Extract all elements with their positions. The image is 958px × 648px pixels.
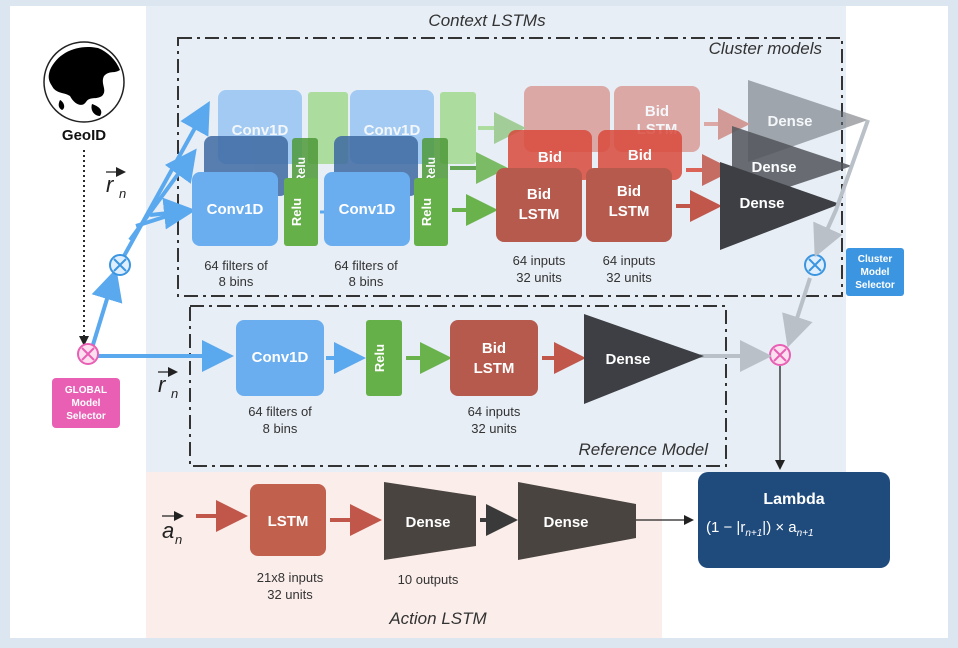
svg-text:21x8 inputs: 21x8 inputs [257,570,324,585]
svg-text:Relu: Relu [289,198,304,226]
svg-text:Bid: Bid [482,340,506,357]
svg-text:8 bins: 8 bins [349,274,384,289]
action-dense-1 [384,482,476,560]
svg-text:LSTM: LSTM [268,513,309,530]
svg-text:Conv1D: Conv1D [252,349,309,366]
svg-text:64 filters of: 64 filters of [204,258,268,273]
svg-text:32 units: 32 units [606,270,652,285]
svg-text:32 units: 32 units [516,270,562,285]
svg-text:64 filters of: 64 filters of [248,404,312,419]
svg-text:n: n [175,532,182,547]
svg-text:Lambda: Lambda [763,491,824,508]
svg-text:Conv1D: Conv1D [364,122,421,139]
svg-text:n: n [171,386,178,401]
svg-text:LSTM: LSTM [609,203,650,220]
input-r-upper: r n [106,167,126,201]
svg-text:32 units: 32 units [471,421,517,436]
svg-text:Model: Model [72,398,101,409]
svg-text:LSTM: LSTM [474,360,515,377]
svg-text:Dense: Dense [751,159,796,176]
svg-text:8 bins: 8 bins [263,421,298,436]
ref-conv1d [236,320,324,396]
svg-text:Bid: Bid [527,186,551,203]
cluster-conv1d-2 [324,172,410,246]
svg-text:Relu: Relu [294,157,308,183]
svg-text:Selector: Selector [855,280,895,291]
action-lstm-block [250,484,326,556]
svg-text:Dense: Dense [605,351,650,368]
svg-text:Cluster: Cluster [858,254,893,265]
action-lstm-label: Action LSTM [388,609,487,628]
svg-text:Bid: Bid [628,147,652,164]
svg-text:Conv1D: Conv1D [232,122,289,139]
lambda-block: Lambda (1 − |rn+1|) × an+1 [698,472,890,568]
cluster-model-selector-badge: Cluster Model Selector [846,248,904,296]
svg-text:64 inputs: 64 inputs [468,404,521,419]
svg-text:Relu: Relu [424,157,438,183]
svg-text:Relu: Relu [372,344,387,372]
cluster-models-label: Cluster models [709,39,823,58]
grey-output-arrows [700,119,870,372]
svg-text:32 units: 32 units [267,587,313,602]
cluster-dense [720,162,840,250]
action-row: LSTM Dense Dense [196,482,694,560]
globe-icon [43,41,125,123]
svg-text:Bid: Bid [538,149,562,166]
context-lstms-label: Context LSTMs [428,11,546,30]
svg-text:64 inputs: 64 inputs [513,253,566,268]
svg-text:Bid: Bid [645,103,669,120]
svg-text:Model: Model [861,267,890,278]
reference-row: Conv1D Relu Bid LSTM Dense [236,314,704,404]
geoid-label: GeoID [62,127,106,144]
svg-text:64 inputs: 64 inputs [603,253,656,268]
svg-text:n: n [119,186,126,201]
svg-text:Dense: Dense [405,514,450,531]
output-selector-node [769,344,791,366]
reference-model-box [189,305,727,467]
input-a: a n [162,511,184,547]
cluster-relu-2 [414,178,448,246]
lambda-formula: (1 − |rn+1|) × an+1 [706,519,814,539]
upper-selector-node [109,254,131,276]
svg-text:10 outputs: 10 outputs [398,572,459,587]
ref-bidlstm [450,320,538,396]
global-selector-node [77,343,99,365]
svg-text:r: r [106,172,115,197]
cluster-relu-1 [284,178,318,246]
cluster-bidlstm-2 [586,168,672,242]
cluster-row-front: Conv1D Relu Conv1D Relu Bid LSTM Bid LST… [192,162,840,250]
svg-text:8 bins: 8 bins [219,274,254,289]
svg-text:GLOBAL: GLOBAL [65,385,107,396]
cluster-captions: 64 filters of 8 bins 64 filters of 8 bin… [204,253,656,289]
svg-text:Conv1D: Conv1D [339,201,396,218]
action-dense-2 [518,482,636,560]
svg-text:a: a [162,518,174,543]
cluster-selector-node [804,254,826,276]
input-r-lower: r n [158,367,178,401]
svg-text:Relu: Relu [419,198,434,226]
action-captions: 21x8 inputs 32 units 10 outputs [257,570,459,602]
cluster-conv1d-1 [192,172,278,246]
svg-text:Conv1D: Conv1D [207,201,264,218]
global-model-selector-badge: GLOBAL Model Selector [52,378,120,428]
svg-text:Bid: Bid [617,183,641,200]
svg-text:Dense: Dense [739,195,784,212]
cluster-bidlstm-1 [496,168,582,242]
ref-dense [584,314,704,404]
reference-model-label: Reference Model [579,440,710,459]
svg-text:64 filters of: 64 filters of [334,258,398,273]
svg-text:Selector: Selector [66,411,106,422]
ref-relu [366,320,402,396]
svg-text:Dense: Dense [767,113,812,130]
blue-input-arrows [90,101,234,372]
svg-text:LSTM: LSTM [519,206,560,223]
svg-text:Dense: Dense [543,514,588,531]
svg-text:r: r [158,372,167,397]
reference-captions: 64 filters of 8 bins 64 inputs 32 units [248,404,521,436]
